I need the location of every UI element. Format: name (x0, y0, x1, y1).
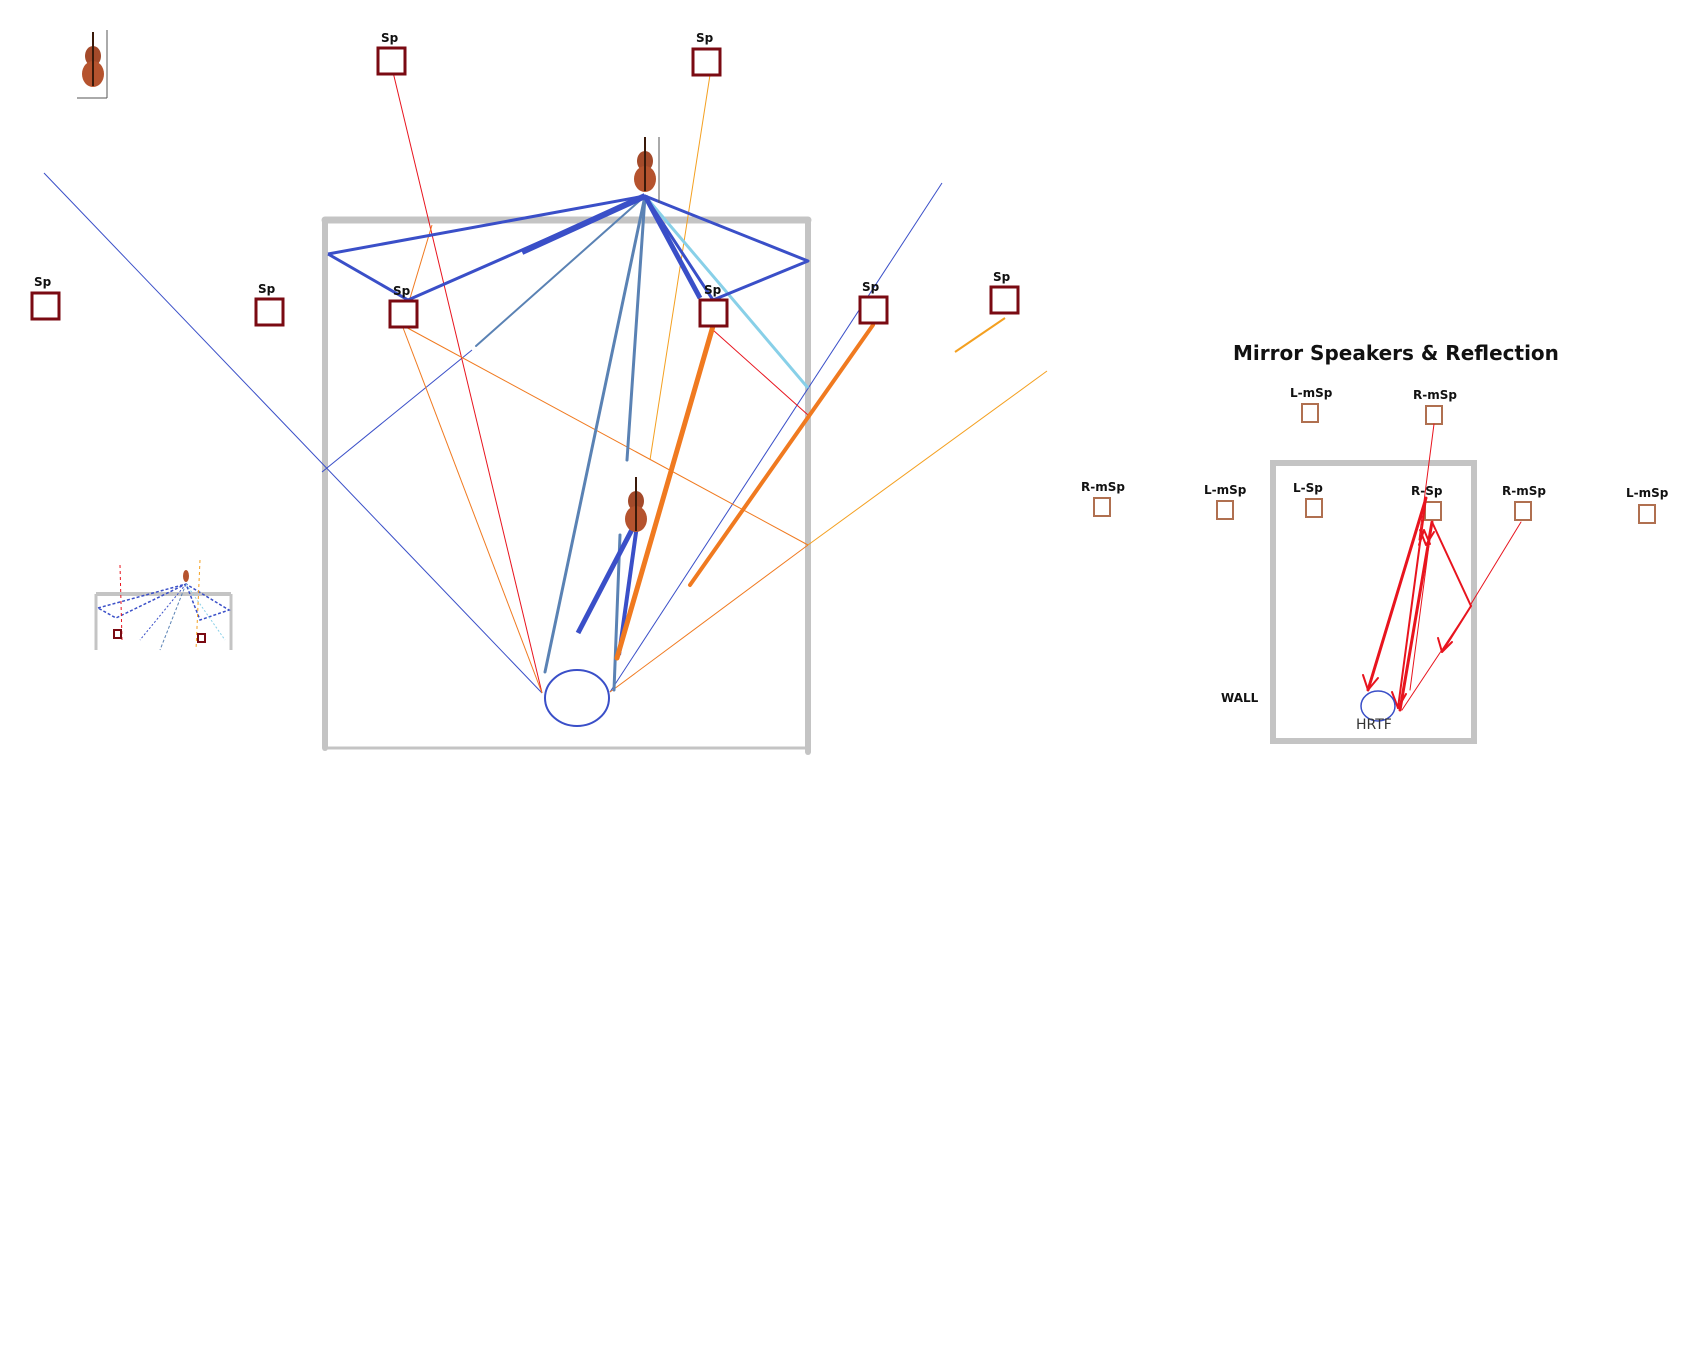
label-mid-right: R-mSp (1502, 484, 1546, 498)
cello-icon-center (625, 477, 647, 532)
thin-rays (43, 71, 1048, 694)
label-top-right: R-mSp (1413, 388, 1457, 402)
ray-red-top (392, 71, 543, 694)
thumbnail-diagram (94, 559, 233, 651)
ray-blue-reflect (321, 349, 473, 473)
label-hrtf: HRTF (1356, 717, 1392, 733)
ray-orange-far (807, 370, 1048, 546)
speaker-label: Sp (393, 284, 411, 298)
room-walls (321, 216, 812, 755)
ray-lightblue (643, 195, 810, 389)
reflection-arrows (1362, 423, 1522, 712)
ray-blue-left (43, 172, 543, 694)
label-wall: WALL (1221, 691, 1259, 705)
speaker-label: Sp (993, 270, 1011, 284)
label-top-left: L-mSp (1290, 386, 1333, 400)
label-inner-right: R-Sp (1411, 484, 1443, 498)
speaker-inner-right: Sp (698, 283, 729, 328)
speaker-top-right: Sp (691, 31, 722, 77)
ray-orange-topright (649, 74, 711, 461)
speaker-left-2: Sp (254, 282, 285, 327)
ray-orange-cross2 (609, 544, 809, 693)
ray-red-right (712, 329, 809, 416)
mirror-labels: L-mSp R-mSp R-mSp L-mSp L-Sp R-Sp R-mSp … (1081, 386, 1669, 705)
steel-rays (475, 194, 647, 692)
speaker-label: Sp (258, 282, 276, 296)
right-diagram-title: Mirror Speakers & Reflection (1233, 341, 1559, 365)
label-far-left: R-mSp (1081, 480, 1125, 494)
speaker-top-left: Sp (376, 31, 407, 76)
orange-direct-rays (614, 323, 875, 661)
speaker-label: Sp (381, 31, 399, 45)
ray-orange-cross1 (401, 324, 809, 546)
hrtf-head (1360, 690, 1396, 722)
mirror-room-walls (1270, 460, 1477, 744)
label-far-right: L-mSp (1626, 486, 1669, 500)
speaker-inner-left: Sp (388, 284, 419, 329)
speaker-far-right: Sp (989, 270, 1020, 315)
speaker-label: Sp (696, 31, 714, 45)
speaker-right-2: Sp (858, 280, 889, 325)
speaker-label: Sp (862, 280, 880, 294)
ray-orange-short (954, 317, 1006, 353)
listener-head (544, 669, 610, 727)
speaker-label: Sp (704, 283, 722, 297)
label-mid-left: L-mSp (1204, 483, 1247, 497)
ray-blue-right (609, 182, 943, 693)
speakers: Sp Sp Sp Sp Sp Sp Sp Sp (30, 31, 1020, 329)
mirror-speakers (1093, 403, 1656, 524)
speaker-far-left: Sp (30, 275, 61, 321)
speaker-label: Sp (34, 275, 52, 289)
cello-icon-top (634, 137, 660, 203)
label-inner-left: L-Sp (1293, 481, 1323, 495)
cello-icon-topleft (77, 30, 108, 99)
ray-orange-left (401, 324, 543, 694)
